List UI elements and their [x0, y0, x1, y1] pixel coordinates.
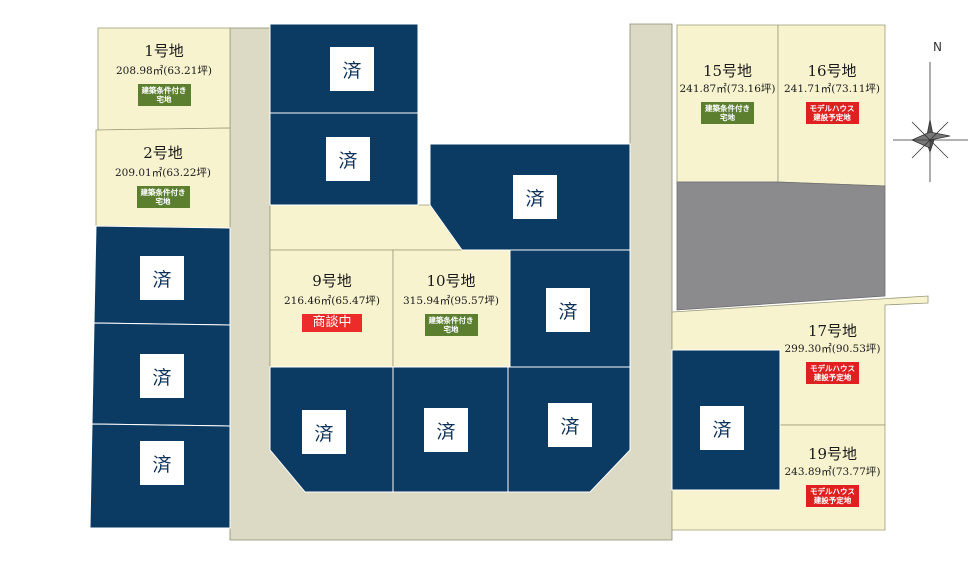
- sold-mark: 済: [513, 175, 557, 219]
- badge-line: 宅地: [156, 95, 172, 104]
- lot-area: 243.89㎡(73.77坪): [784, 466, 881, 478]
- lot-2-info: 2号地 209.01㎡(63.22坪) 建築条件付き 宅地: [98, 144, 228, 208]
- lot-area: 216.46㎡(65.47坪): [284, 295, 380, 307]
- lot-number: 19号地: [807, 445, 858, 463]
- lot-9-info: 9号地 216.46㎡(65.47坪) 商談中: [272, 272, 392, 332]
- status-badge: モデルハウス 建設予定地: [805, 102, 859, 124]
- lot-16-info: 16号地 241.71㎡(73.11坪) モデルハウス 建設予定地: [779, 62, 885, 124]
- lot-15-info: 15号地 241.87㎡(73.16坪) 建築条件付き 宅地: [677, 62, 778, 124]
- badge-line: モデルハウス: [810, 487, 855, 496]
- sold-mark: 済: [302, 410, 346, 454]
- sold-mark: 済: [326, 137, 370, 181]
- sold-mark: 済: [424, 408, 468, 452]
- lot-number: 9号地: [312, 272, 352, 290]
- badge-line: 建築条件付き: [705, 104, 750, 113]
- lot-area: 315.94㎡(95.57坪): [403, 295, 499, 307]
- lot-area: 208.98㎡(63.21坪): [116, 65, 212, 77]
- lot-10-info: 10号地 315.94㎡(95.57坪) 建築条件付き 宅地: [394, 272, 508, 336]
- status-badge: 建築条件付き 宅地: [701, 102, 754, 124]
- badge-line: モデルハウス: [810, 364, 855, 373]
- badge-line: 宅地: [720, 113, 735, 122]
- badge-line: 宅地: [443, 325, 459, 334]
- lot-area: 241.87㎡(73.16坪): [679, 83, 776, 95]
- status-badge: 建築条件付き 宅地: [136, 186, 190, 208]
- lot-number: 10号地: [426, 272, 476, 290]
- lot-19-info: 19号地 243.89㎡(73.77坪) モデルハウス 建設予定地: [780, 445, 885, 507]
- badge-line: 建設予定地: [813, 496, 852, 505]
- badge-line: 建築条件付き: [428, 316, 474, 325]
- lot-number: 2号地: [143, 144, 183, 162]
- compass-north-label: N: [933, 40, 942, 54]
- lot-number: 1号地: [144, 42, 184, 60]
- badge-line: 建設予定地: [813, 113, 851, 122]
- lot-area: 241.71㎡(73.11坪): [784, 83, 880, 95]
- status-badge: モデルハウス 建設予定地: [806, 485, 859, 507]
- negotiating-badge: 商談中: [302, 314, 362, 332]
- status-badge: 建築条件付き 宅地: [424, 314, 478, 336]
- status-badge: モデルハウス 建設予定地: [806, 362, 859, 384]
- badge-line: 建設予定地: [813, 373, 852, 382]
- lot-area: 209.01㎡(63.22坪): [115, 167, 211, 179]
- sold-mark: 済: [700, 406, 744, 450]
- status-badge: 建築条件付き 宅地: [137, 84, 191, 106]
- lot-number: 16号地: [807, 62, 857, 80]
- lot-number: 17号地: [807, 322, 858, 340]
- lot-1-info: 1号地 208.98㎡(63.21坪) 建築条件付き 宅地: [100, 42, 228, 106]
- lot-area: 299.30㎡(90.53坪): [784, 343, 881, 355]
- lot-17-info: 17号地 299.30㎡(90.53坪) モデルハウス 建設予定地: [780, 322, 885, 384]
- open-area: [269, 204, 463, 251]
- sold-mark: 済: [140, 354, 184, 398]
- badge-line: 建築条件付き: [140, 188, 186, 197]
- compass-icon: [893, 62, 968, 182]
- sold-mark: 済: [548, 403, 592, 447]
- lot-number: 15号地: [702, 62, 753, 80]
- badge-line: 建築条件付き: [141, 86, 187, 95]
- badge-line: モデルハウス: [809, 104, 855, 113]
- sold-mark: 済: [330, 47, 374, 91]
- sold-mark: 済: [140, 441, 184, 485]
- badge-line: 宅地: [155, 197, 171, 206]
- sold-mark: 済: [140, 256, 184, 300]
- gray-area: [676, 181, 886, 311]
- sold-mark: 済: [546, 288, 590, 332]
